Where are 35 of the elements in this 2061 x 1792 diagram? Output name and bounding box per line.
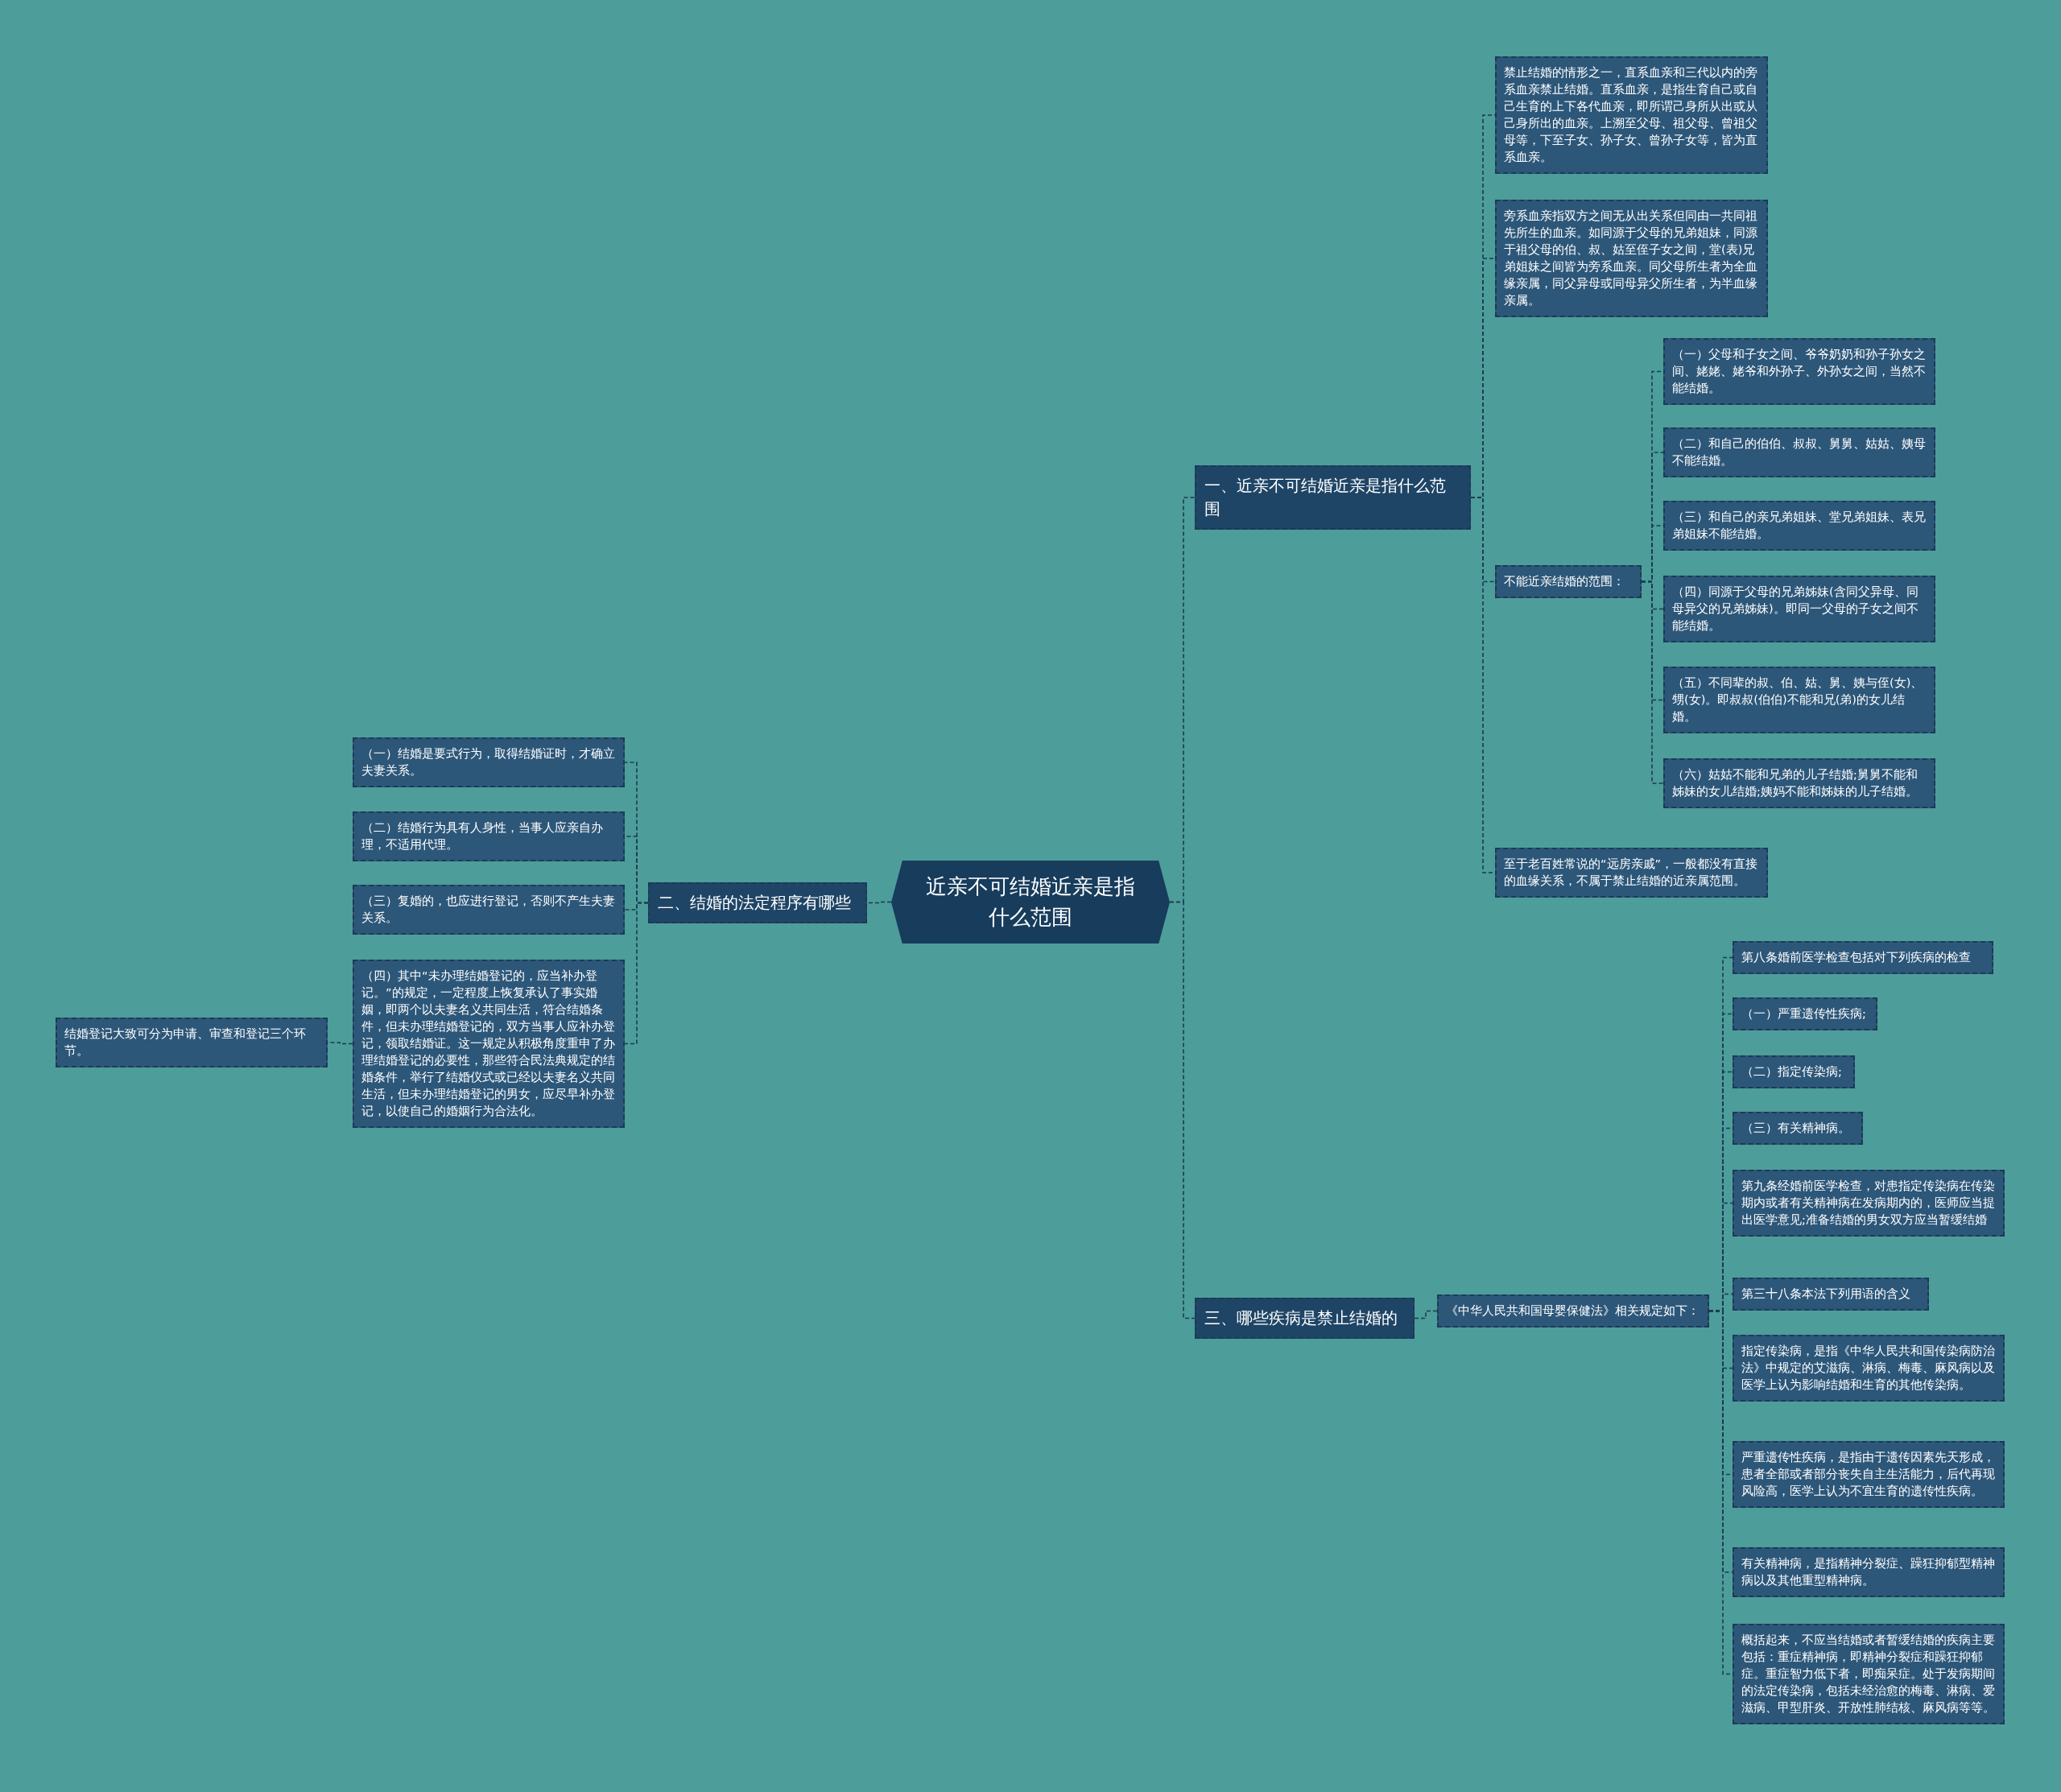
central-topic: 近亲不可结婚近亲是指什么范围 [891,861,1170,944]
note-box: （四）同源于父母的兄弟姊妹(含同父异母、同母异父的兄弟姊妹)。即同一父母的子女之间不能结婚。 [1663,576,1935,643]
branch-topic: 三、哪些疾病是禁止结婚的 [1195,1298,1415,1339]
note-box: （一）严重遗传性疾病; [1733,997,1877,1030]
note-box: （二）和自己的伯伯、叔叔、舅舅、姑姑、姨母不能结婚。 [1663,427,1935,478]
note-box: （四）其中“未办理结婚登记的，应当补办登记。”的规定，一定程度上恢复承认了事实婚姻，即两个以夫妻名义共同生活，符合结婚条件，但未办理结婚登记的，双方当事人应补办登记，领取结婚证。这一规定从积极角度重申了办理结婚登记的必要性，那些符合民法典规定的结婚条件，举行了结婚仪式或已经以夫妻名义共同生活，但未办理结婚登记的男女，应尽早补办登记，以使自己的婚姻行为合法化。 [353,960,625,1129]
note-box: 第三十八条本法下列用语的含义 [1733,1278,1929,1311]
note-box: 概括起来，不应当结婚或者暂缓结婚的疾病主要包括：重症精神病，即精神分裂症和躁狂抑郁症。重症智力低下者，即痴呆症。处于发病期间的法定传染病，包括未经治愈的梅毒、淋病、爱滋病、甲型肝炎、开放性肺结核、麻风病等等。 [1733,1624,2005,1725]
branch-topic: 一、近亲不可结婚近亲是指什么范围 [1195,465,1471,530]
connector-line [624,902,649,1045]
note-box: 结婚登记大致可分为申请、审查和登记三个环节。 [56,1018,328,1068]
note-box: （三）和自己的亲兄弟姐妹、堂兄弟姐妹、表兄弟姐妹不能结婚。 [1663,501,1935,551]
note-box: （一）父母和子女之间、爷爷奶奶和孙子孙女之间、姥姥、姥爷和外孙子、外孙女之间，当然不能结婚。 [1663,338,1935,406]
connector-line [1414,1310,1438,1319]
note-box: （五）不同辈的叔、伯、姑、舅、姨与侄(女)、甥(女)。即叔叔(伯伯)不能和兄(弟)的女儿结婚。 [1663,667,1935,734]
note-box: 有关精神病，是指精神分裂症、躁狂抑郁型精神病以及其他重型精神病。 [1733,1547,2005,1598]
note-box: 《中华人民共和国母婴保健法》相关规定如下： [1437,1294,1709,1327]
note-box: 至于老百姓常说的“远房亲戚”，一般都没有直接的血缘关系，不属于禁止结婚的近亲属范围。 [1495,848,1768,898]
note-box: 禁止结婚的情形之一，直系血亲和三代以内的旁系血亲禁止结婚。直系血亲，是指生育自己或自己生育的上下各代血亲，即所谓己身所从出或从己身所出的血亲。上溯至父母、祖父母、曾祖父母等，下至子女、孙子女、曾孙子女等，皆为直系血亲。 [1495,56,1768,175]
note-box: 指定传染病，是指《中华人民共和国传染病防治法》中规定的艾滋病、淋病、梅毒、麻风病以及医学上认为影响结婚和生育的其他传染病。 [1733,1335,2005,1402]
note-box: 严重遗传性疾病，是指由于遗传因素先天形成，患者全部或者部分丧失自主生活能力，后代再现风险高，医学上认为不宜生育的遗传性疾病。 [1733,1441,2005,1509]
connector-line [866,901,892,904]
connector-line [1641,580,1664,784]
branch-topic: 二、结婚的法定程序有哪些 [648,882,867,923]
note-box: （二）指定传染病; [1733,1055,1855,1088]
note-box: （三）有关精神病。 [1733,1112,1863,1145]
note-box: 旁系血亲指双方之间无从出关系但同由一共同祖先所生的血亲。如同源于父母的兄弟姐妹，同源于祖父母的伯、叔、姑至侄子女之间，堂(表)兄弟姐妹之间皆为旁系血亲。同父母所生者为全血缘亲属，同父异母或同母异父所生者，为半血缘亲属。 [1495,200,1768,318]
note-box: 第九条经婚前医学检查，对患指定传染病在传染期内或者有关精神病在发病期内的，医师应当提出医学意见;准备结婚的男女双方应当暂缓结婚 [1733,1170,2005,1237]
connector-line [1169,901,1196,1319]
note-box: 第八条婚前医学检查包括对下列疾病的检查 [1733,941,1993,974]
note-box: （六）姑姑不能和兄弟的儿子结婚;舅舅不能和姊妹的女儿结婚;姨妈不能和姊妹的儿子结婚。 [1663,758,1935,809]
note-box: 不能近亲结婚的范围： [1495,565,1642,598]
note-box: （三）复婚的，也应进行登记，否则不产生夫妻关系。 [353,885,625,935]
note-box: （一）结婚是要式行为，取得结婚证时，才确立夫妻关系。 [353,737,625,788]
note-box: （二）结婚行为具有人身性，当事人应亲自办理，不适用代理。 [353,811,625,862]
